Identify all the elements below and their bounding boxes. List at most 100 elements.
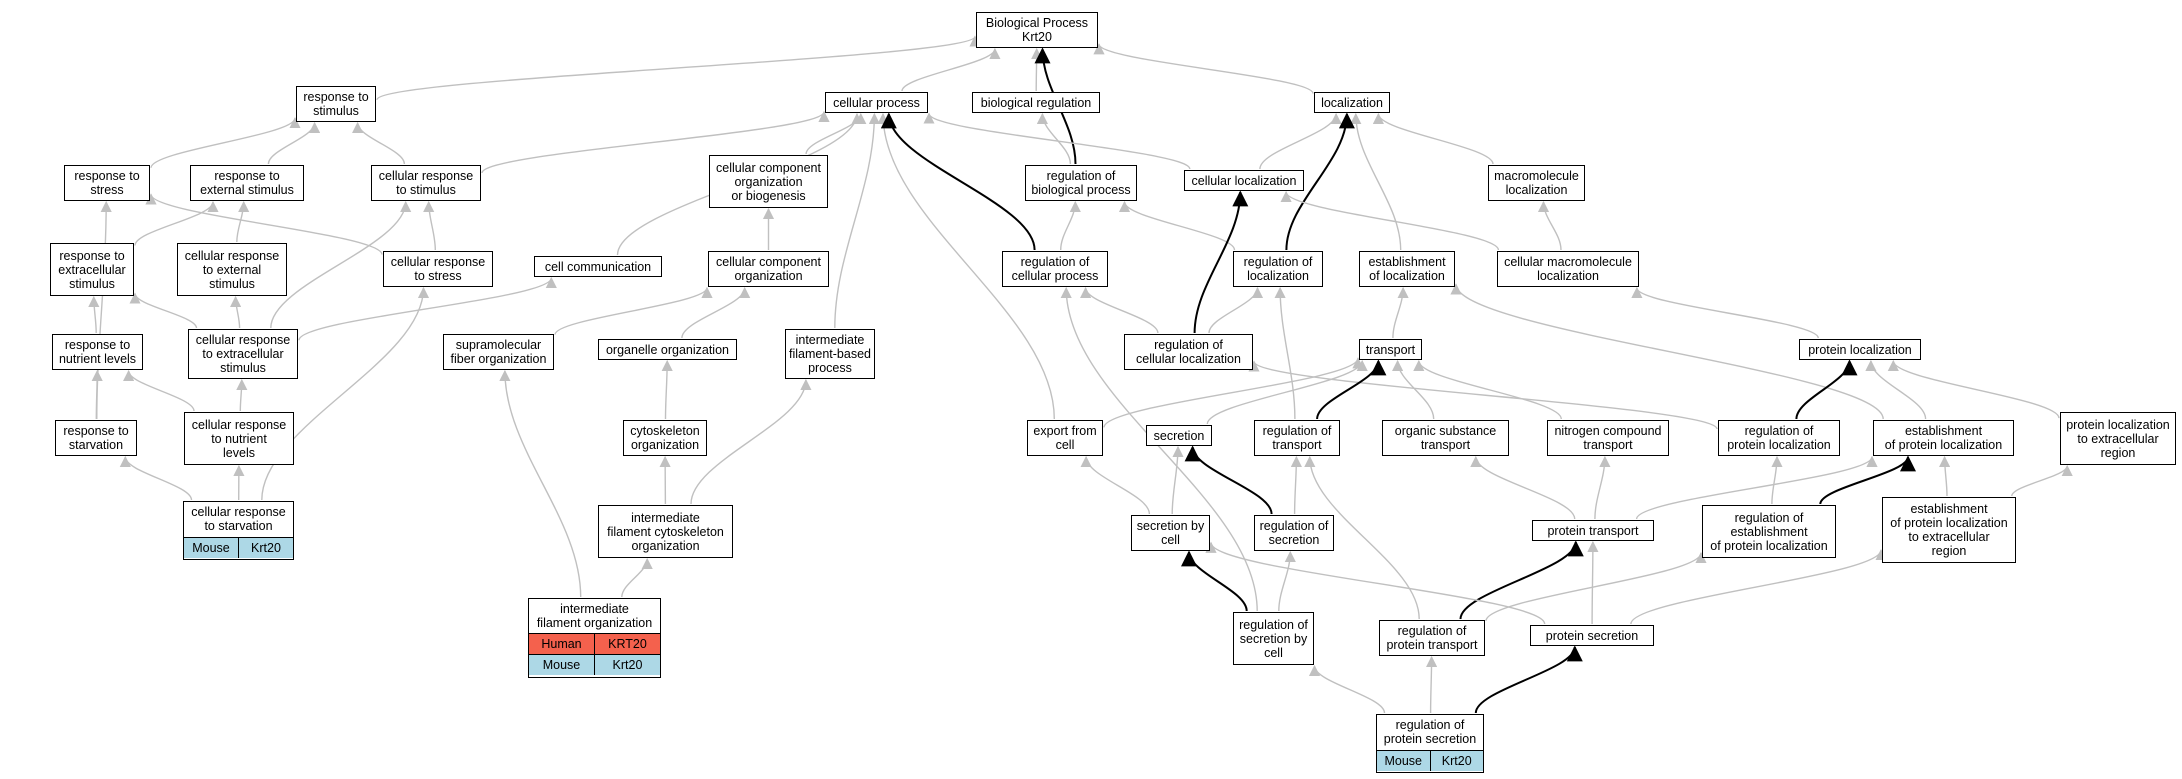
highlighted-edge	[1459, 540, 1584, 620]
go-term-intermediate-filament-cytoskeleton-organization[interactable]: intermediate filament cytoskeleton organ…	[598, 505, 733, 558]
go-term-root[interactable]: Biological Process Krt20	[976, 12, 1098, 48]
highlighted-edge	[1181, 550, 1248, 612]
edge	[1939, 455, 1951, 497]
go-term-cellular-macromolecule-localization[interactable]: cellular macromolecule localization	[1497, 251, 1639, 287]
go-term-response-to-extracellular-stimulus[interactable]: response to extracellular stimulus	[50, 243, 134, 296]
edge	[145, 193, 383, 255]
go-term-regulation-of-protein-transport[interactable]: regulation of protein transport	[1379, 620, 1485, 656]
highlighted-edge	[1474, 645, 1583, 714]
go-term-organic-substance-transport[interactable]: organic substance transport	[1382, 420, 1509, 456]
go-term-response-to-nutrient-levels[interactable]: response to nutrient levels	[52, 334, 143, 370]
edge	[1205, 541, 1546, 625]
go-term-secretion-by-cell[interactable]: secretion by cell	[1131, 515, 1210, 551]
edge	[1392, 286, 1409, 339]
gene-row: Mouse Krt20	[1377, 750, 1484, 771]
go-term-export-from-cell[interactable]: export from cell	[1027, 420, 1103, 456]
edge	[423, 200, 436, 251]
go-term-regulation-of-transport[interactable]: regulation of transport	[1254, 420, 1340, 456]
edge	[1278, 550, 1296, 612]
go-term-regulation-of-establishment-of-protein-localization[interactable]: regulation of establishment of protein l…	[1702, 505, 1836, 558]
go-term-cellular-localization[interactable]: cellular localization	[1184, 170, 1304, 191]
highlighted-edge	[1316, 359, 1387, 420]
edge	[270, 200, 412, 329]
edge	[1103, 357, 1364, 428]
edge	[1594, 455, 1611, 520]
edge	[1171, 445, 1184, 515]
edge	[1537, 200, 1562, 251]
go-term-response-to-stress[interactable]: response to stress	[64, 165, 150, 201]
edge	[123, 369, 195, 412]
edge	[1080, 455, 1151, 515]
edge	[1248, 360, 1718, 430]
edge	[1036, 112, 1072, 165]
go-term-regulation-of-secretion[interactable]: regulation of secretion	[1254, 515, 1334, 551]
edge	[661, 359, 673, 420]
edge	[352, 121, 406, 165]
go-term-cellular-response-to-extracellular-stimulus[interactable]: cellular response to extracellular stimu…	[188, 329, 298, 379]
go-term-transport[interactable]: transport	[1359, 339, 1422, 360]
go-term-cell-communication[interactable]: cell communication	[534, 256, 662, 277]
edge	[129, 292, 198, 329]
go-term-biological-regulation[interactable]: biological regulation	[972, 92, 1100, 113]
gene-cell: Krt20	[1429, 750, 1484, 771]
edge	[2011, 464, 2073, 497]
edge	[1771, 455, 1783, 505]
edge	[1372, 112, 1494, 165]
term-label: intermediate filament organization	[529, 599, 660, 635]
edge	[1031, 47, 1043, 92]
edge	[1485, 551, 1707, 622]
go-term-ccob[interactable]: cellular component organization or bioge…	[709, 155, 828, 208]
go-term-intermediate-filament-based-process[interactable]: intermediate filament-based process	[785, 329, 875, 379]
go-term-regulation-of-cellular-localization[interactable]: regulation of cellular localization	[1124, 334, 1253, 370]
go-term-regulation-of-secretion-by-cell[interactable]: regulation of secretion by cell	[1233, 612, 1314, 665]
edge	[91, 369, 103, 420]
go-term-organelle-organization[interactable]: organelle organization	[598, 339, 737, 360]
go-term-response-to-starvation[interactable]: response to starvation	[55, 420, 137, 456]
highlighted-edge	[1795, 359, 1858, 420]
go-term-protein-localization-to-extracellular-region[interactable]: protein localization to extracellular re…	[2060, 412, 2176, 465]
highlighted-edge	[1184, 445, 1273, 515]
go-term-protein-secretion[interactable]: protein secretion	[1530, 625, 1654, 646]
edge	[1118, 200, 1236, 251]
go-term-secretion[interactable]: secretion	[1146, 425, 1212, 446]
edge	[298, 276, 557, 341]
go-term-establishment-of-protein-localization-to-extracellular-region[interactable]: establishment of protein localization to…	[1882, 497, 2016, 563]
edge	[923, 112, 1191, 170]
edge	[1450, 283, 1884, 420]
go-term-regulation-of-localization[interactable]: regulation of localization	[1233, 251, 1323, 287]
go-term-regulation-of-cellular-process[interactable]: regulation of cellular process	[1002, 251, 1108, 287]
go-term-cytoskeleton-organization[interactable]: cytoskeleton organization	[623, 420, 707, 456]
go-term-protein-localization[interactable]: protein localization	[1799, 339, 1921, 360]
go-term-regulation-of-biological-process[interactable]: regulation of biological process	[1025, 165, 1137, 201]
go-term-supramolecular-fiber-organization[interactable]: supramolecular fiber organization	[443, 334, 554, 370]
go-term-cellular-process[interactable]: cellular process	[825, 92, 928, 113]
go-term-protein-transport[interactable]: protein transport	[1532, 520, 1654, 541]
go-term-cellular-response-to-stimulus[interactable]: cellular response to stimulus	[371, 165, 481, 201]
go-term-response-to-external-stimulus[interactable]: response to external stimulus	[190, 165, 304, 201]
edge	[1060, 286, 1258, 612]
go-term-cellular-response-to-nutrient-levels[interactable]: cellular response to nutrient levels	[184, 412, 294, 465]
go-term-macromolecule-localization[interactable]: macromolecule localization	[1488, 165, 1585, 201]
edge	[1350, 112, 1402, 251]
go-term-cellular-response-to-external-stimulus[interactable]: cellular response to external stimulus	[177, 243, 287, 296]
go-term-regulation-of-protein-localization[interactable]: regulation of protein localization	[1718, 420, 1840, 456]
edge	[267, 121, 321, 165]
go-term-establishment-of-protein-localization[interactable]: establishment of protein localization	[1873, 420, 2014, 456]
go-term-cellular-component-organization[interactable]: cellular component organization	[708, 251, 829, 287]
edge	[1259, 112, 1342, 170]
edge	[88, 295, 100, 334]
go-term-response-to-stimulus[interactable]: response to stimulus	[296, 86, 376, 122]
edge	[134, 200, 219, 246]
go-term-cellular-response-to-stress[interactable]: cellular response to stress	[383, 251, 493, 287]
go-term-nitrogen-compound-transport[interactable]: nitrogen compound transport	[1547, 420, 1669, 456]
edge	[96, 200, 112, 420]
edge	[1630, 548, 1887, 625]
species-cell: Mouse	[1384, 753, 1423, 768]
go-term-localization[interactable]: localization	[1314, 92, 1390, 113]
go-term-establishment-of-localization[interactable]: establishment of localization	[1359, 251, 1455, 287]
species-cell: Mouse	[542, 658, 581, 673]
